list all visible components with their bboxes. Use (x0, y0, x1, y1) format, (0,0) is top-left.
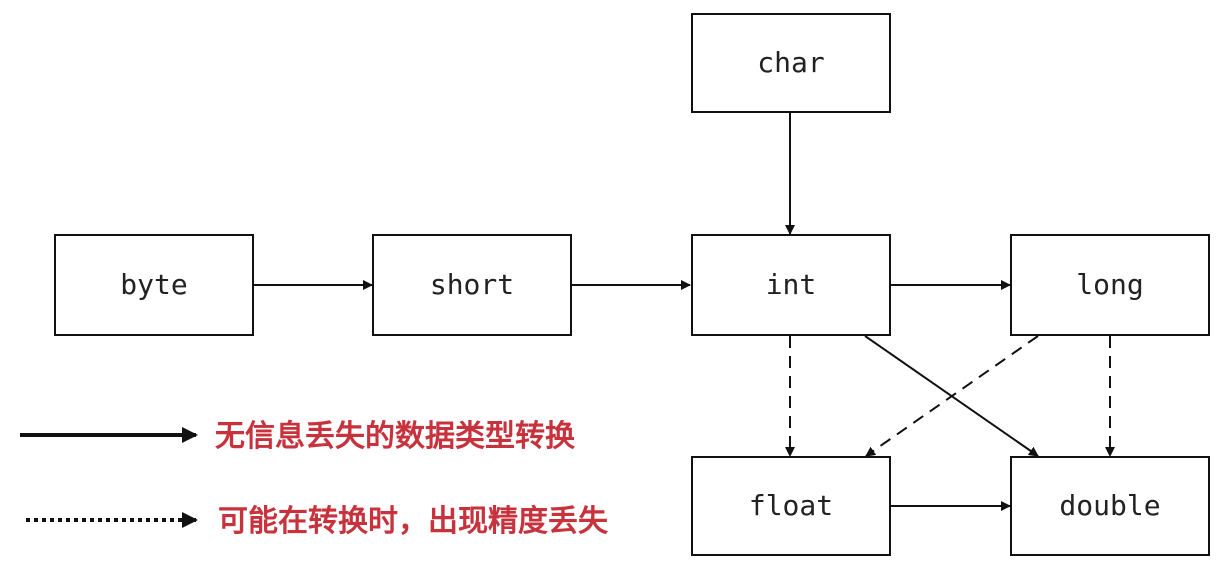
node-byte: byte (54, 234, 254, 336)
legend-dotted-label: 可能在转换时，出现精度丢失 (218, 504, 609, 539)
node-label-short: short (430, 268, 514, 301)
node-label-double: double (1059, 489, 1160, 522)
legend-solid-label: 无信息丢失的数据类型转换 (215, 419, 576, 454)
node-double: double (1010, 456, 1210, 556)
node-char: char (691, 13, 891, 113)
node-int: int (691, 234, 891, 336)
node-short: short (372, 234, 572, 336)
edges (254, 112, 1115, 511)
node-long: long (1010, 234, 1210, 336)
legend: 无信息丢失的数据类型转换 可能在转换时，出现精度丢失 (20, 419, 609, 539)
node-label-byte: byte (120, 268, 187, 301)
node-label-char: char (757, 46, 824, 79)
node-float: float (691, 456, 891, 556)
node-label-int: int (766, 268, 817, 301)
edge-long-to-float-dashed (865, 335, 1039, 457)
node-label-float: float (749, 489, 833, 522)
node-label-long: long (1076, 268, 1143, 301)
